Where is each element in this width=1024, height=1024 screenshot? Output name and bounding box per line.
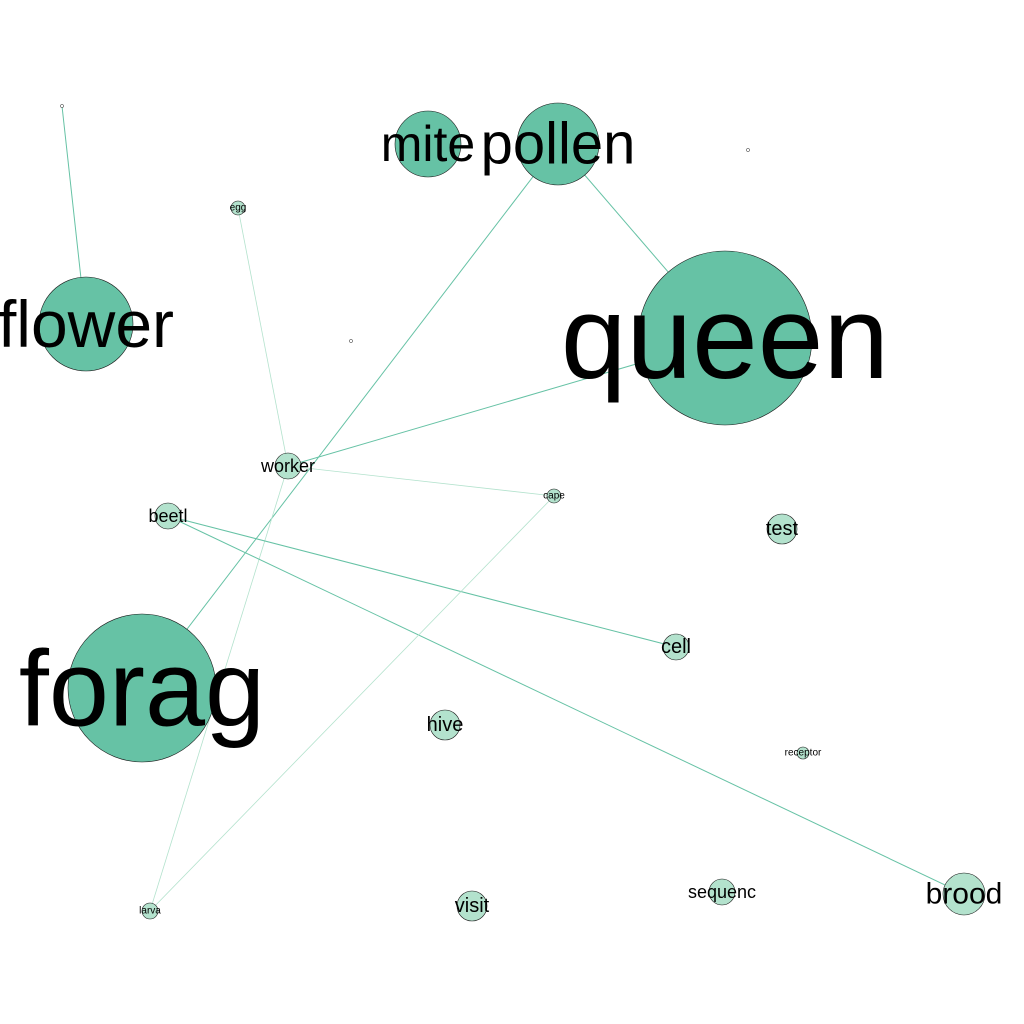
node-label-beetl: beetl xyxy=(148,506,187,526)
node-label-egg: egg xyxy=(230,203,247,214)
node-hive xyxy=(429,709,461,741)
node-n_small_c xyxy=(349,339,353,343)
node-sequenc xyxy=(708,878,736,906)
node-cell xyxy=(662,633,690,661)
node-n_small_a xyxy=(60,104,64,108)
node-pollen xyxy=(516,102,600,186)
node-label-flower: flower xyxy=(0,287,174,361)
node-flower xyxy=(38,276,134,372)
edge-worker-larva xyxy=(149,465,289,912)
node-receptor xyxy=(796,746,810,760)
edge-pollen-forag xyxy=(141,143,559,689)
node-label-visit: visit xyxy=(455,895,490,917)
node-test xyxy=(766,513,798,545)
edge-worker-cape xyxy=(287,465,555,497)
node-label-brood: brood xyxy=(926,878,1003,911)
node-queen xyxy=(637,250,813,426)
edge-worker-egg xyxy=(237,207,289,467)
nodes-layer xyxy=(38,102,986,922)
node-visit xyxy=(456,890,488,922)
node-beetl xyxy=(154,502,182,530)
node-n_small_b xyxy=(746,148,750,152)
node-larva xyxy=(141,902,159,920)
node-forag xyxy=(67,613,217,763)
node-brood xyxy=(942,872,986,916)
node-label-worker: worker xyxy=(260,456,315,476)
node-cape xyxy=(546,488,562,504)
node-egg xyxy=(230,200,246,216)
edge-cape-larva xyxy=(149,495,555,912)
node-label-test: test xyxy=(766,518,799,540)
node-label-cell: cell xyxy=(661,636,691,658)
node-label-sequenc: sequenc xyxy=(688,882,756,902)
node-label-queen: queen xyxy=(561,272,889,404)
node-label-forag: forag xyxy=(19,628,265,749)
node-label-hive: hive xyxy=(427,714,464,736)
node-label-mite: mite xyxy=(381,116,475,172)
node-label-receptor: receptor xyxy=(785,748,822,759)
node-label-larva: larva xyxy=(139,906,161,917)
node-worker xyxy=(274,452,302,480)
node-label-cape: cape xyxy=(543,491,565,502)
node-label-pollen: pollen xyxy=(481,112,636,177)
edge-beetl-brood xyxy=(167,515,965,895)
edge-beetl-cell xyxy=(167,515,677,648)
node-mite xyxy=(394,110,462,178)
